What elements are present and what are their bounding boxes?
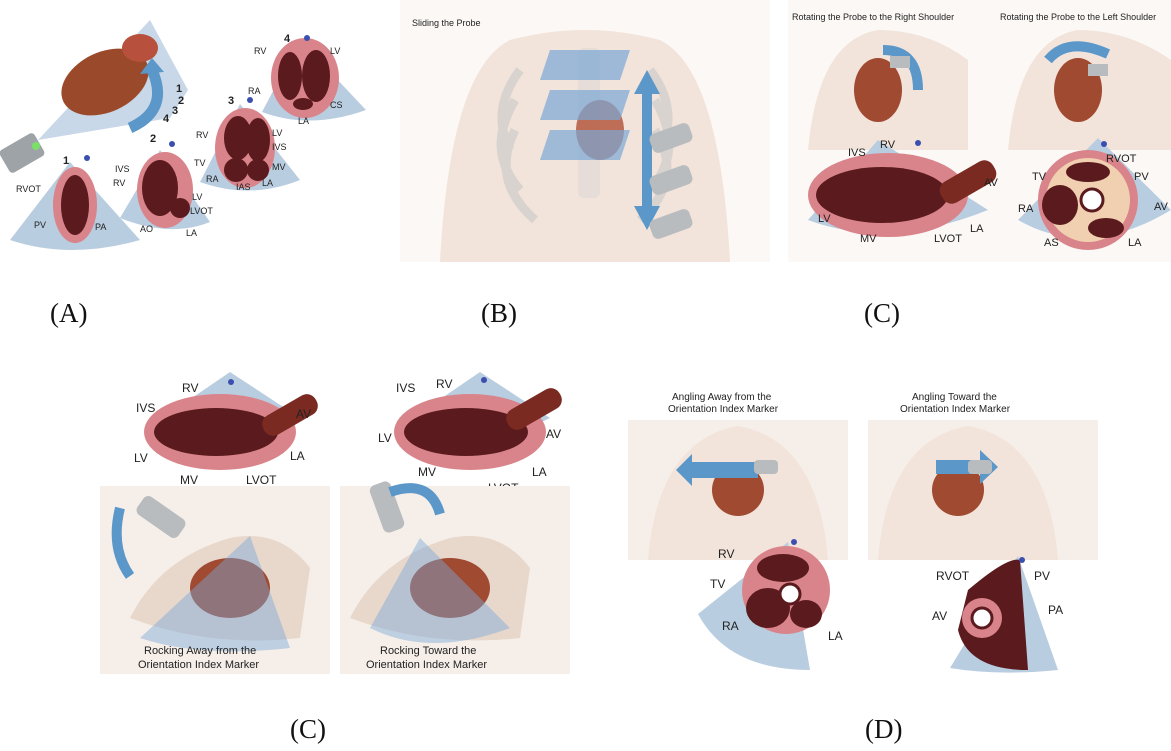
label-pv: PV (34, 220, 46, 230)
title-angling-away-line1: Angling Away from the (672, 392, 772, 403)
label-pv: PV (1134, 171, 1149, 183)
label-cs: CS (330, 100, 343, 110)
plane-number-3: 3 (172, 105, 178, 117)
label-rvot: RVOT (936, 569, 970, 583)
aortic-valve (972, 608, 992, 628)
label-ivs: IVS (136, 401, 155, 415)
panel-a-caption: (A) (50, 298, 87, 329)
label-rv: RV (113, 178, 125, 188)
subtitle-rocking-away-line2: Orientation Index Marker (138, 659, 259, 671)
label-pv: PV (1034, 569, 1050, 583)
label-ias: IAS (236, 182, 251, 192)
label-lvot: LVOT (246, 473, 277, 487)
label-rv: RV (182, 381, 198, 395)
panel-c-bottom-caption: (C) (290, 714, 326, 745)
label-rv: RV (718, 547, 734, 561)
label-ra: RA (722, 619, 739, 633)
probe-icon (1088, 64, 1108, 76)
label-lvot: LVOT (934, 233, 962, 245)
plane-number-4: 4 (163, 113, 170, 125)
label-ra: RA (206, 174, 219, 184)
label-av: AV (932, 609, 947, 623)
title-rotating-left: Rotating the Probe to the Left Shoulder (1000, 12, 1156, 22)
probe-icon (0, 132, 46, 175)
panel-c-top-caption: (C) (864, 298, 900, 329)
label-ao: AO (140, 224, 153, 234)
label-la: LA (290, 449, 305, 463)
label-ivs: IVS (848, 147, 866, 159)
probe-icon (968, 460, 992, 474)
index-dot (84, 155, 90, 161)
label-av: AV (546, 427, 561, 441)
view-number-4: 4 (284, 33, 291, 45)
label-ivs: IVS (396, 381, 415, 395)
label-tv: TV (1032, 171, 1047, 183)
panel-b-caption: (B) (481, 298, 517, 329)
label-tv: TV (194, 158, 206, 168)
title-angling-toward-line2: Orientation Index Marker (900, 404, 1011, 415)
label-mv: MV (418, 465, 436, 479)
label-la: LA (970, 223, 984, 235)
label-mv: MV (860, 233, 877, 245)
label-lv: LV (192, 192, 202, 202)
label-la: LA (262, 178, 273, 188)
view-number-2: 2 (150, 133, 156, 145)
panel-b-title: Sliding the Probe (412, 18, 481, 28)
label-lvot: LVOT (190, 206, 213, 216)
label-ivs: IVS (272, 142, 287, 152)
panel-c-rocking-illustration: RV IVS AV LV LA MV LVOT Rocking Away fro… (100, 368, 570, 680)
panel-c-rotating-illustration: Rotating the Probe to the Right Shoulder… (788, 0, 1171, 262)
label-ra: RA (1018, 203, 1034, 215)
label-mv: MV (272, 162, 286, 172)
subtitle-rocking-toward-line2: Orientation Index Marker (366, 659, 487, 671)
label-av: AV (1154, 201, 1169, 213)
aortic-valve (1081, 189, 1103, 211)
label-rv: RV (196, 130, 208, 140)
label-lv: LV (330, 46, 340, 56)
label-as: AS (1044, 237, 1059, 249)
angling-arrow (688, 462, 758, 478)
plane-number-2: 2 (178, 95, 184, 107)
title-angling-away-line2: Orientation Index Marker (668, 404, 779, 415)
label-rvot: RVOT (1106, 153, 1137, 165)
panel-d-caption: (D) (865, 714, 902, 745)
panel-a-illustration: 1 2 3 4 1 RVOT PV PA 2 IVS RV LV LVOT AO… (0, 0, 370, 262)
label-rv: RV (254, 46, 266, 56)
probe-icon (754, 460, 778, 474)
subtitle-rocking-toward-line1: Rocking Toward the (380, 645, 476, 657)
label-lv: LV (818, 213, 831, 225)
ultrasound-planes (540, 50, 630, 160)
label-lv: LV (272, 128, 282, 138)
label-ra: RA (248, 86, 261, 96)
subtitle-rocking-away-line1: Rocking Away from the (144, 645, 256, 657)
label-rv: RV (436, 377, 452, 391)
label-la: LA (828, 629, 843, 643)
label-mv: MV (180, 473, 198, 487)
view-number-3: 3 (228, 95, 234, 107)
label-ivs: IVS (115, 164, 130, 174)
plane-number-1: 1 (176, 83, 182, 95)
probe-icon (890, 56, 910, 68)
aortic-valve (780, 584, 800, 604)
title-angling-toward-line1: Angling Toward the (912, 392, 997, 403)
label-pa: PA (1048, 603, 1063, 617)
label-lv: LV (134, 451, 148, 465)
view-number-1: 1 (63, 155, 69, 167)
title-rotating-right: Rotating the Probe to the Right Shoulder (792, 12, 954, 22)
label-pa: PA (95, 222, 106, 232)
probe-icon (648, 121, 694, 240)
panel-b-illustration: Sliding the Probe (400, 0, 770, 262)
label-tv: TV (710, 577, 725, 591)
label-rv: RV (880, 139, 896, 151)
panel-d-illustration: Angling Away from the Orientation Index … (628, 380, 1098, 680)
label-la: LA (298, 116, 309, 126)
label-av: AV (296, 407, 311, 421)
label-la: LA (1128, 237, 1142, 249)
label-lv: LV (378, 431, 392, 445)
label-la: LA (186, 228, 197, 238)
label-rvot: RVOT (16, 184, 41, 194)
label-av: AV (984, 177, 999, 189)
label-la: LA (532, 465, 547, 479)
